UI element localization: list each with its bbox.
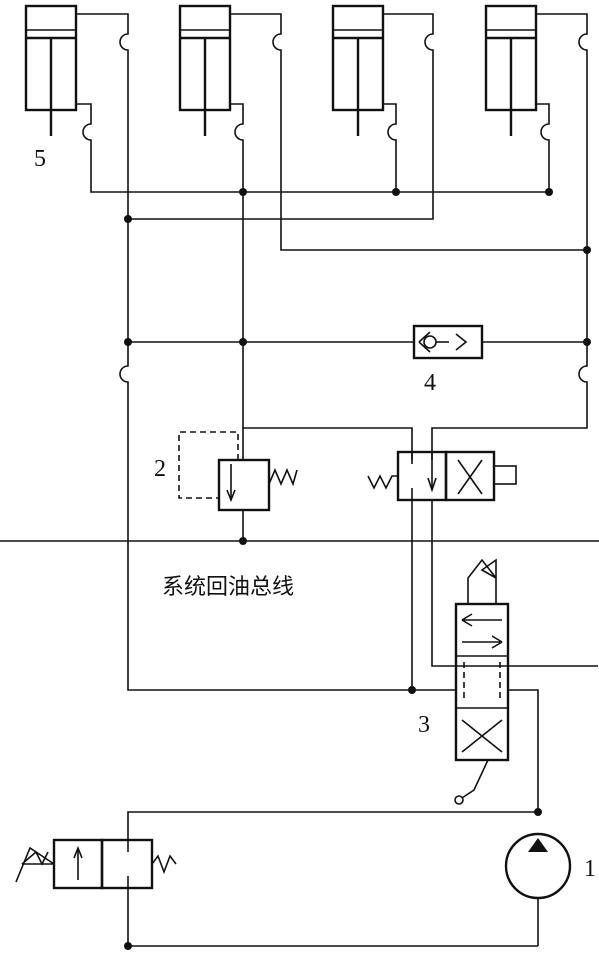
cylinder-2 <box>178 4 232 136</box>
label-cylinder: 5 <box>34 146 46 172</box>
foot-pedal-valve <box>15 838 177 890</box>
label-manual-valve: 3 <box>418 712 430 738</box>
relief-valve <box>178 428 298 541</box>
cylinder-3 <box>331 4 385 136</box>
manual-valve <box>412 558 539 812</box>
label-check-valve: 4 <box>424 370 436 396</box>
caption-return-oil-bus: 系统回油总线 <box>162 575 294 600</box>
check-valve <box>412 324 484 360</box>
solenoid-valve <box>367 450 598 690</box>
cylinder-4 <box>484 4 538 136</box>
cylinder-piping <box>76 13 588 691</box>
label-pump: 1 <box>584 856 596 882</box>
cylinder-1 <box>24 4 78 136</box>
label-relief-valve: 2 <box>154 456 166 482</box>
pump <box>127 811 572 947</box>
junction-dots <box>124 188 591 950</box>
